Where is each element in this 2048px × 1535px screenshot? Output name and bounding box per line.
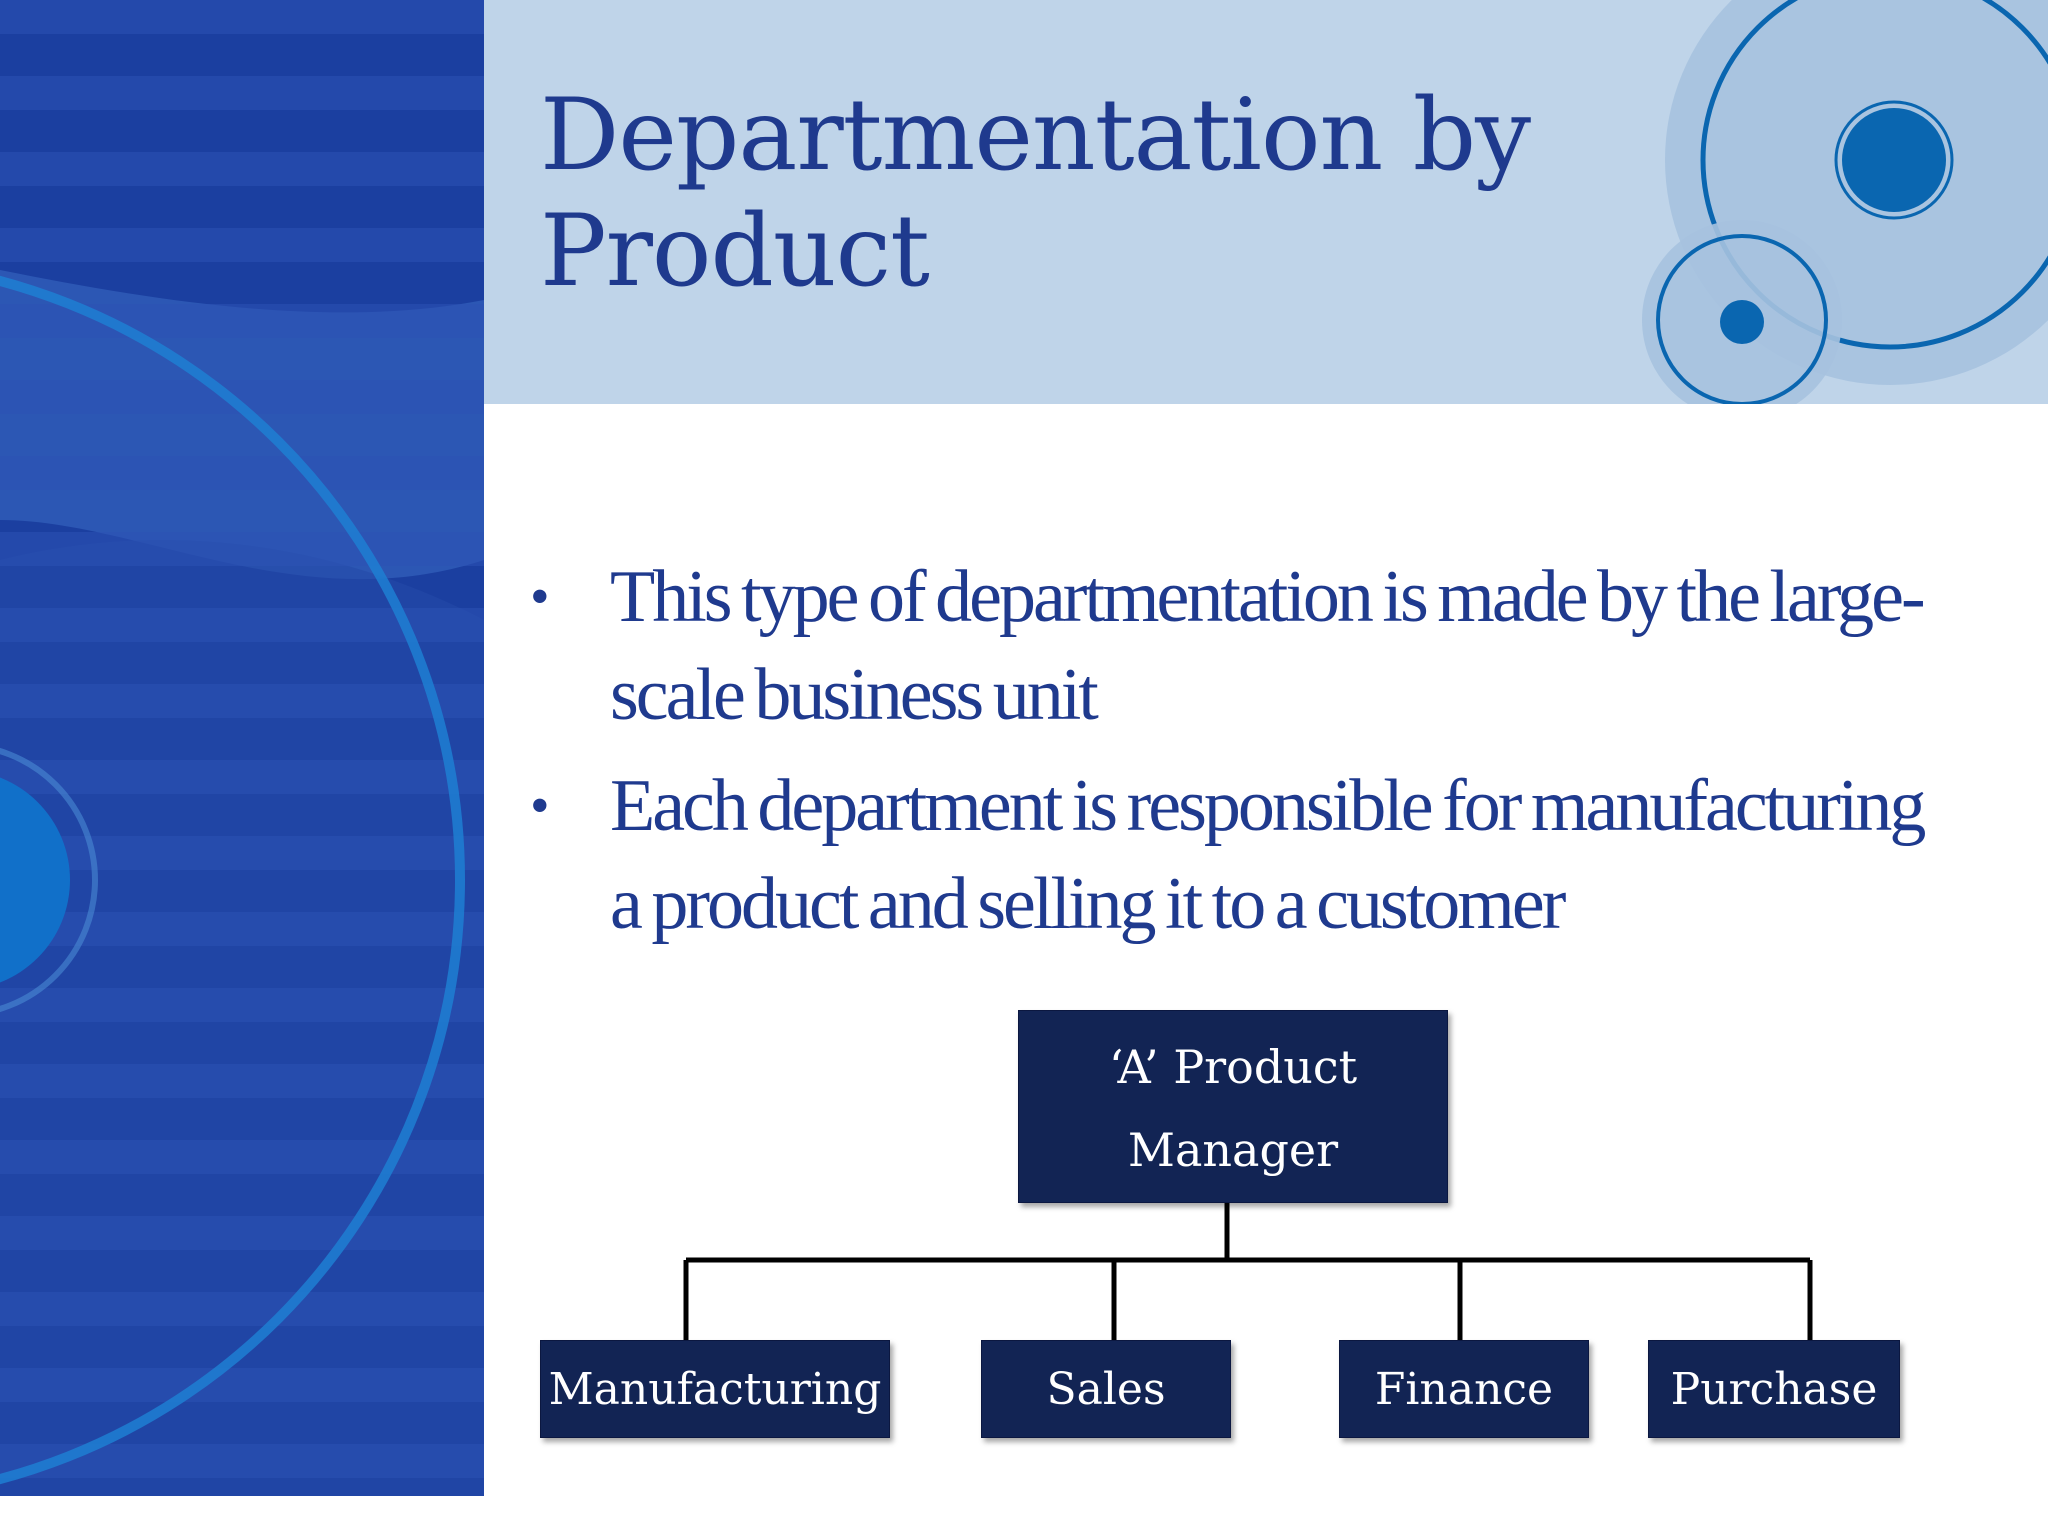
org-node-label: Manufacturing [548,1363,882,1415]
bullet-text: This type of departmentation is made by … [610,556,1926,736]
bullet-item: • This type of departmentation is made b… [530,548,1930,744]
left-band-artwork [0,0,484,1496]
bullet-item: • Each department is responsible for man… [530,757,1930,953]
org-node-finance: Finance [1339,1340,1589,1438]
decorative-circles [1642,0,2048,404]
org-node-sales: Sales [981,1340,1231,1438]
bullet-icon: • [530,566,550,628]
bullet-list: • This type of departmentation is made b… [530,548,1930,966]
header-band [484,0,2048,404]
org-node-label: ‘A’ Product Manager [1108,1039,1358,1177]
org-node-label: Purchase [1670,1363,1878,1415]
slide-title: Departmentation by Product [540,78,1531,309]
org-node-purchase: Purchase [1648,1340,1900,1438]
org-node-manufacturing: Manufacturing [540,1340,890,1438]
org-node-product-manager: ‘A’ Product Manager [1018,1010,1448,1203]
bullet-text: Each department is responsible for manuf… [610,765,1926,945]
org-node-label: Finance [1374,1363,1554,1415]
bullet-icon: • [530,775,550,837]
org-node-label: Sales [1046,1363,1166,1415]
left-decorative-band [0,0,484,1496]
